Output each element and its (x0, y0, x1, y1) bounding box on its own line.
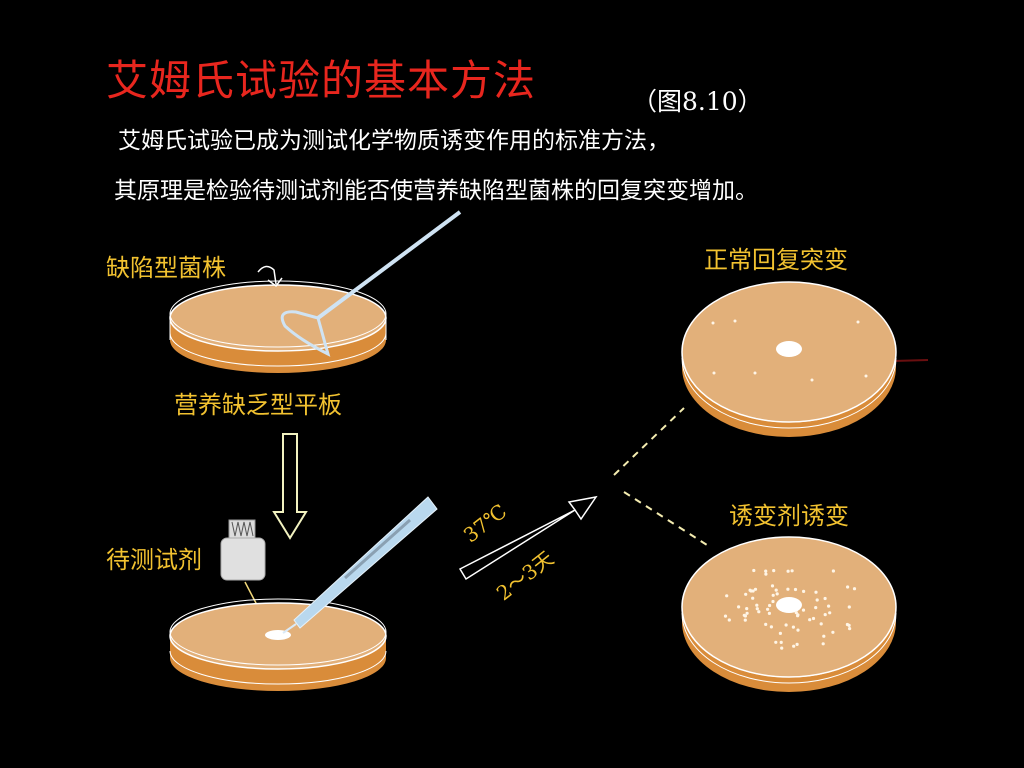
label-reagent: 待测试剂 (106, 546, 202, 574)
colony-dot (795, 642, 799, 647)
colony-dot (790, 569, 794, 573)
dashed-line-down (623, 491, 708, 546)
colony-dot (755, 607, 759, 611)
colony-dot (778, 631, 783, 636)
colony-dot (847, 605, 851, 609)
colony-dot (779, 640, 783, 645)
colony-dot (814, 590, 818, 594)
colony-dot (772, 569, 776, 573)
colony-dot (823, 613, 827, 617)
colony-dot (743, 614, 748, 618)
colony-dot (757, 610, 761, 614)
colony-dot (745, 607, 749, 611)
colony-dot (771, 599, 775, 604)
colony-dot (786, 569, 790, 573)
petri-dish-top (169, 280, 387, 373)
description-line-1: 艾姆氏试验已成为测试化学物质诱变作用的标准方法， (118, 128, 670, 154)
figure-reference: （图8.10） (632, 87, 763, 116)
colony-dot (770, 584, 775, 588)
colony-dot (748, 588, 752, 592)
colony-dot (847, 623, 851, 628)
colony-dot (766, 607, 770, 611)
colony-dot (831, 569, 836, 573)
label-plate: 营养缺乏型平板 (174, 391, 342, 419)
colony-dot (796, 628, 800, 632)
colony-dot (808, 618, 812, 622)
colony-dot (823, 596, 827, 601)
colony-dot (794, 611, 798, 615)
colony-dot (814, 606, 818, 610)
strain-pointer-icon (257, 265, 283, 288)
label-normal-reversion: 正常回复突变 (704, 246, 848, 274)
colony-dot (784, 623, 788, 627)
reagent-bottle-icon (220, 519, 266, 581)
red-streak (892, 359, 929, 362)
colony-dot (753, 587, 758, 591)
colony-dot (774, 588, 778, 592)
colony-dot (767, 611, 772, 616)
colony-dot (822, 634, 826, 638)
colony-dot (819, 622, 823, 626)
colony-dot (752, 568, 756, 573)
colony-dot (745, 611, 749, 615)
colony-dot (828, 611, 832, 615)
colony-dot (755, 603, 759, 607)
colony-dot (764, 622, 768, 627)
colony-dot (769, 625, 774, 629)
colony-dot (774, 640, 778, 644)
page-title: 艾姆氏试验的基本方法 (106, 56, 537, 105)
label-mutagen-induced: 诱变剂诱变 (729, 502, 849, 530)
colony-dot (751, 596, 755, 600)
colony-dot (792, 644, 796, 648)
process-arrow-icon (458, 495, 598, 581)
colony-dot (815, 598, 819, 602)
colony-dot (796, 613, 800, 617)
pipette-icon (282, 496, 438, 634)
colony-dot (846, 585, 850, 589)
colony-dot (786, 587, 790, 591)
colony-dot (801, 608, 806, 612)
colony-dot (725, 594, 729, 598)
colony-dot (811, 616, 816, 621)
colony-dot (831, 630, 835, 634)
colony-dot (743, 618, 747, 622)
label-strain: 缺陷型菌株 (106, 254, 226, 282)
colony-dot (723, 614, 728, 618)
petri-dish-mutagen (681, 536, 897, 692)
colony-dot (802, 589, 806, 594)
colony-dot (764, 572, 768, 576)
colony-dot (744, 592, 748, 596)
colony-dot (771, 593, 775, 597)
petri-dish-normal (681, 281, 897, 437)
colony-dot (737, 605, 741, 609)
colony-dot (775, 592, 779, 596)
petri-dish-bottom (169, 598, 387, 691)
colony-dot (793, 587, 798, 592)
down-arrow-icon (272, 433, 308, 540)
colony-dot (827, 604, 831, 608)
colony-dot (764, 569, 768, 573)
colony-dot (852, 587, 857, 591)
reagent-spot (265, 630, 291, 640)
colony-dot (821, 642, 825, 646)
colony-dot (727, 618, 731, 622)
description-line-2: 其原理是检验待测试剂能否使营养缺陷型菌株的回复突变增加。 (114, 178, 758, 204)
dashed-line-up (613, 407, 685, 476)
colony-dot (768, 603, 772, 608)
colony-dot (791, 625, 796, 629)
colonies (723, 568, 857, 650)
inoculation-loop-icon (280, 210, 462, 357)
colony-dot (780, 646, 784, 650)
colony-dot (848, 627, 852, 631)
